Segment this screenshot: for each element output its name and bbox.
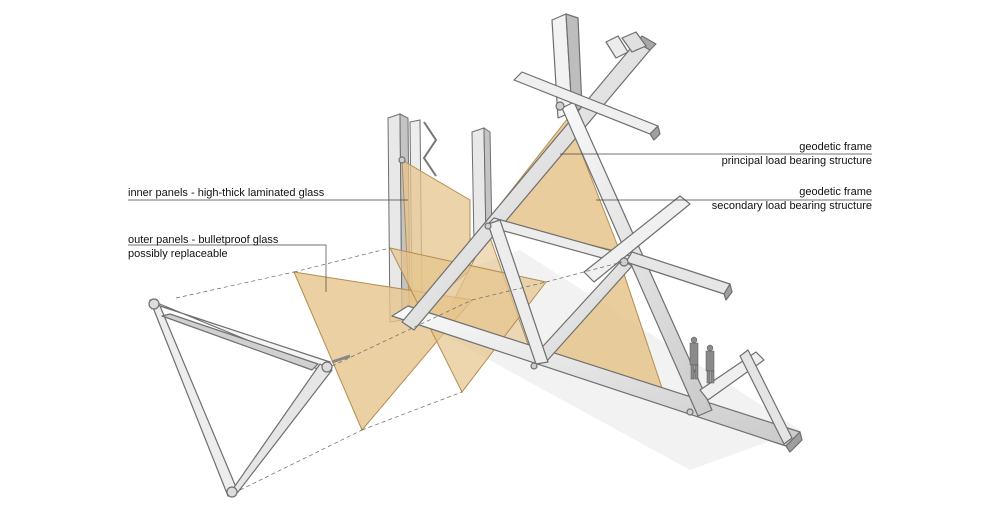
label-geodetic-principal: geodetic frame principal load bearing st…: [722, 140, 872, 168]
label-inner-panels-line1: inner panels - high-thick laminated glas…: [128, 187, 325, 199]
label-geodetic-secondary-line1: geodetic frame: [799, 186, 872, 198]
label-geodetic-principal-line2: principal load bearing structure: [721, 155, 872, 167]
label-geodetic-principal-line1: geodetic frame: [799, 141, 872, 153]
human-scale-figures: [689, 336, 715, 384]
leader-lines: [128, 153, 872, 292]
label-outer-panels-line2: possibly replaceable: [128, 248, 228, 260]
geodetic-frame: [391, 13, 803, 453]
label-outer-panels-line1: outer panels - bulletproof glass: [128, 234, 279, 246]
label-geodetic-secondary-line2: secondary load bearing structure: [711, 200, 872, 212]
explode-guide-lines: [175, 247, 623, 491]
label-inner-panels: inner panels - high-thick laminated glas…: [128, 186, 324, 200]
label-outer-panels: outer panels - bulletproof glass possibl…: [128, 233, 278, 261]
label-geodetic-secondary: geodetic frame secondary load bearing st…: [712, 185, 872, 213]
exploded-outer-frame: [148, 298, 351, 498]
